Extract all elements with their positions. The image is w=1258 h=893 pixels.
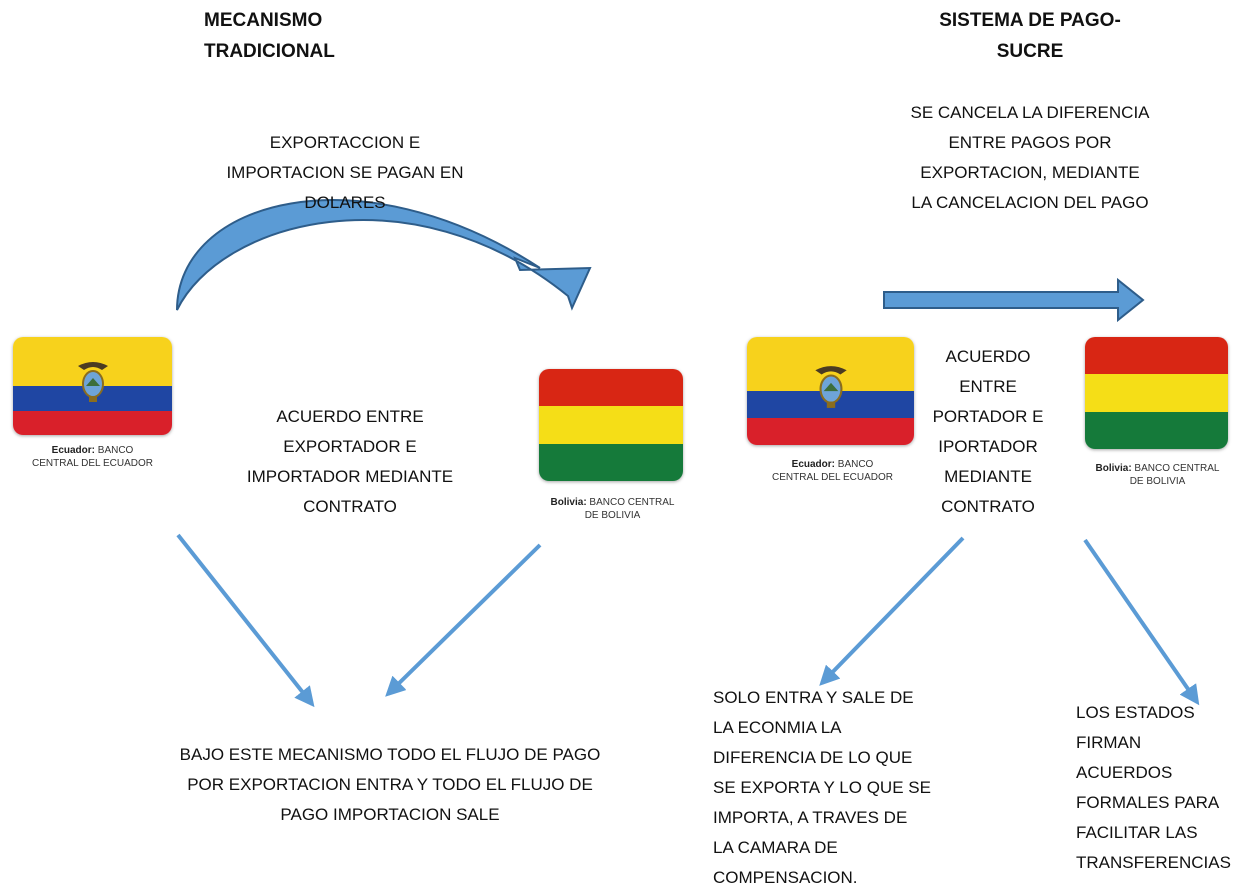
straight-arrow: [883, 277, 1145, 323]
sucre-middle-text: ACUERDO ENTRE PORTADOR E IPORTADOR MEDIA…: [932, 347, 1044, 516]
traditional-top-text: EXPORTACCION E IMPORTACION SE PAGAN EN D…: [226, 133, 464, 212]
ecuador-caption-left: Ecuador: BANCO CENTRAL DEL ECUADOR: [32, 445, 153, 469]
traditional-middle-text: ACUERDO ENTRE EXPORTADOR E IMPORTADOR ME…: [246, 407, 454, 516]
ecuador-coat-of-arms-icon: [815, 366, 847, 408]
bolivia-flag-right: [1085, 337, 1228, 449]
ecuador-flag-left: [13, 337, 172, 435]
ecuador-flag-right: [747, 337, 914, 445]
ecuador-coat-of-arms-icon: [78, 362, 108, 402]
bolivia-caption-right: Bolivia: BANCO CENTRAL DE BOLIVIA: [1095, 463, 1220, 487]
traditional-bottom-text: BAJO ESTE MECANISMO TODO EL FLUJO DE PAG…: [179, 745, 601, 824]
curved-arrow: [176, 199, 592, 311]
title-sucre: SISTEMA DE PAGO- SUCRE: [939, 10, 1121, 62]
arrow-bolivia-down: [385, 543, 542, 697]
arrow-sucre-left-down: [819, 536, 965, 686]
ecuador-caption-right: Ecuador: BANCO CENTRAL DEL ECUADOR: [772, 459, 893, 483]
arrow-sucre-right-down: [1083, 538, 1200, 706]
sucre-bottom-left-text: SOLO ENTRA Y SALE DE LA ECONMIA LA DIFER…: [713, 688, 931, 887]
bolivia-flag-left: [539, 369, 683, 481]
sucre-top-text: SE CANCELA LA DIFERENCIA ENTRE PAGOS POR…: [910, 103, 1150, 212]
bolivia-caption-left: Bolivia: BANCO CENTRAL DE BOLIVIA: [550, 497, 675, 521]
arrow-ecuador-down: [176, 533, 315, 708]
sucre-bottom-right-text: LOS ESTADOS FIRMAN ACUERDOS FORMALES PAR…: [1076, 703, 1231, 872]
title-traditional: MECANISMO TRADICIONAL: [204, 10, 335, 62]
